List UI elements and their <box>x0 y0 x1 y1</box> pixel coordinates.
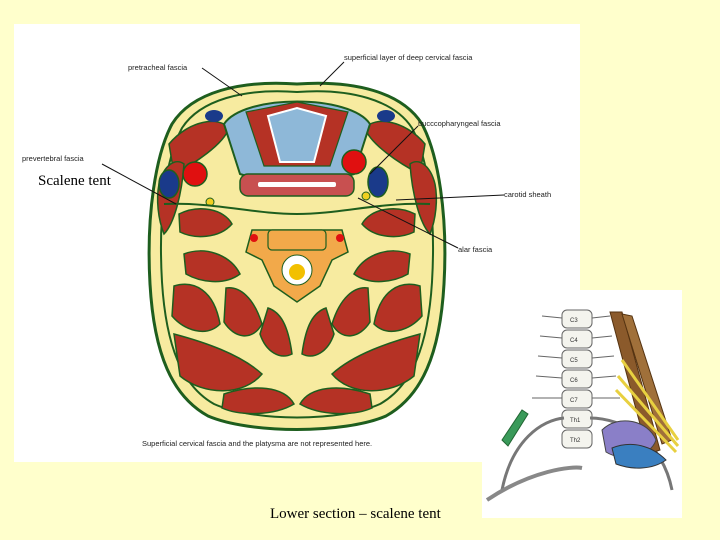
vertebra-label-c4: C4 <box>570 338 578 344</box>
vertebral-body <box>267 229 327 251</box>
figure-note: Superficial cervical fascia and the plat… <box>142 439 372 448</box>
trapezius-posterior-left <box>221 387 296 415</box>
leader-buccopharyngeal <box>369 125 419 175</box>
label-alar-fascia: alar fascia <box>458 245 493 254</box>
scalene-muscles-band <box>609 311 661 455</box>
left-scalene-muscle <box>178 208 233 238</box>
vertebra-label-c6: C6 <box>570 378 578 384</box>
posterior-muscle-r2 <box>373 283 423 333</box>
posterior-muscle-r1 <box>353 250 411 283</box>
vertebra-label-th1: Th1 <box>570 418 581 424</box>
trapezius-posterior-right <box>298 387 373 415</box>
vertebra-label-th2: Th2 <box>570 438 581 444</box>
right-vertebral-artery <box>336 234 344 242</box>
vertebra-label-c3: C3 <box>570 318 578 324</box>
leader-prevertebral <box>101 163 177 205</box>
transverse-processes-left <box>532 315 563 399</box>
label-carotid-sheath: carotid sheath <box>504 190 551 199</box>
posterior-muscle-r5 <box>330 332 421 392</box>
spinal-cord <box>289 264 305 280</box>
leader-superficial-deep <box>319 61 345 87</box>
vertebra-body-c6 <box>561 369 593 389</box>
vertebral-column <box>532 309 620 449</box>
right-common-carotid-artery <box>341 149 367 175</box>
leader-lines <box>101 61 505 249</box>
right-trapezius-front <box>409 161 438 236</box>
vertebra-body-c3 <box>561 309 593 329</box>
posterior-muscle-l2 <box>171 283 221 333</box>
right-vagus-nerve <box>361 191 371 201</box>
spine-scalene-illustration: C3 C4 C5 C6 C7 Th1 Th2 <box>485 309 680 502</box>
brachial-plexus <box>614 359 680 454</box>
neck-cross-section-diagram: pretracheal fascia superficial layer of … <box>22 53 551 448</box>
vertebra-body-c4 <box>561 329 593 349</box>
posterior-muscle-l5 <box>173 332 264 392</box>
posterior-muscle-l1 <box>183 250 241 283</box>
label-buccopharyngeal-fascia: bucccopharyngeal fascia <box>418 119 501 128</box>
scalene-tent-label: Scalene tent <box>38 173 111 189</box>
label-superficial-deep-fascia: superficial layer of deep cervical fasci… <box>344 53 473 62</box>
clavicle <box>485 465 583 502</box>
right-scalene-muscle <box>361 208 416 238</box>
subclavian-vessels <box>611 444 667 469</box>
left-anterior-jugular-vein <box>205 110 223 122</box>
right-internal-jugular-vein <box>367 166 389 198</box>
vertebra-body-c5 <box>561 349 593 369</box>
neck-cross-section-panel: pretracheal fascia superficial layer of … <box>14 24 580 462</box>
leader-alar <box>357 197 459 249</box>
trachea-lumen <box>266 106 328 163</box>
left-internal-jugular-vein <box>158 169 180 199</box>
label-pretracheal-fascia: pretracheal fascia <box>128 63 188 72</box>
vertebra-label-c5: C5 <box>570 358 578 364</box>
vertebra-label-c7: C7 <box>570 398 578 404</box>
transverse-processes-right <box>591 315 620 399</box>
slide-caption: Lower section – scalene tent <box>270 506 441 522</box>
label-prevertebral-fascia: prevertebral fascia <box>22 154 85 163</box>
left-vertebral-artery <box>250 234 258 242</box>
spine-illustration-panel: C3 C4 C5 C6 C7 Th1 Th2 <box>482 290 682 518</box>
esophagus-lumen <box>258 182 336 187</box>
leader-carotid-sheath <box>395 194 505 201</box>
posterior-muscle-r3 <box>331 287 371 337</box>
left-vessel-green <box>501 409 529 447</box>
posterior-muscle-l3 <box>223 287 263 337</box>
leader-pretracheal <box>201 67 243 97</box>
right-anterior-jugular-vein <box>377 110 395 122</box>
left-common-carotid-artery <box>182 161 208 187</box>
vertebra-body-th2 <box>561 429 593 449</box>
posterior-muscle-r4 <box>301 307 335 357</box>
prevertebral-fascia-line <box>163 202 431 216</box>
vertebra-body-c7 <box>561 389 593 409</box>
posterior-muscle-l4 <box>259 307 293 357</box>
